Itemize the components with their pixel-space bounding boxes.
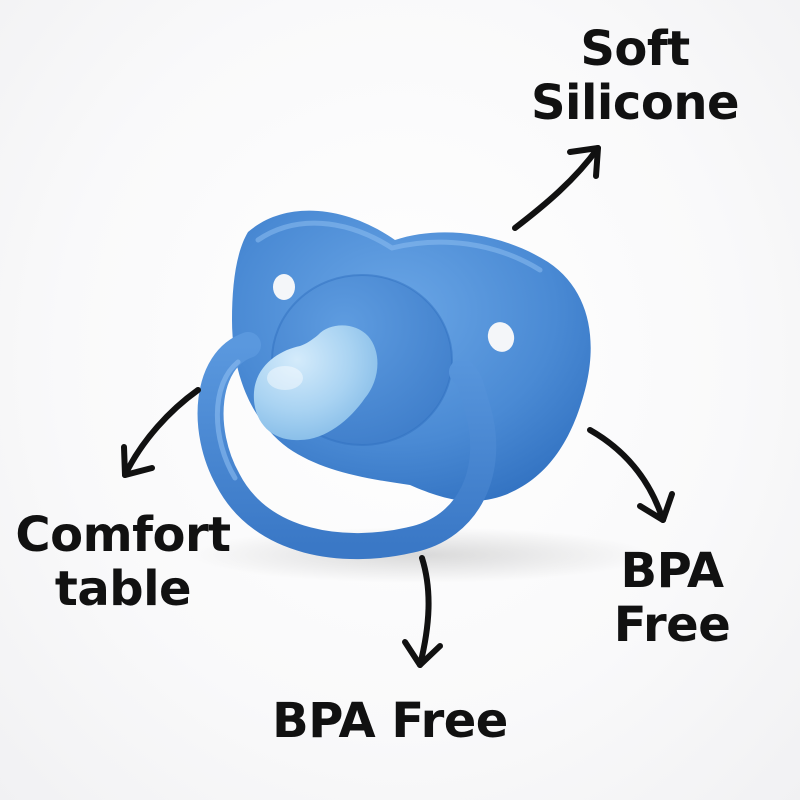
silicone-nipple [253,325,378,441]
callout-soft-silicone: Soft Silicone [520,22,750,130]
callout-bpa-free-bottom: BPA Free [250,694,530,748]
arrow-icon-bpa-free-bottom [402,555,443,668]
callout-soft-line1: Soft [580,21,690,77]
pacifier-ring [197,332,497,560]
callout-bpa-free-right: BPA Free [592,544,752,652]
shield-highlight [255,220,543,273]
callout-comfort-table: Comfort table [8,508,238,616]
right-vent-hole [487,322,515,352]
arrow-icon-bpa-free-right [587,427,675,523]
arrow-icon-comfort-table [121,387,201,478]
ring-highlight [214,359,241,481]
callout-soft-line2: Silicone [530,75,740,131]
callout-comfort-line2: table [54,561,192,617]
arrow-icon-soft-silicone [512,145,601,231]
callout-comfort-line1: Comfort [15,507,231,563]
callout-bpa-bottom-text: BPA Free [272,693,508,749]
nipple-highlight [267,366,303,390]
left-vent-hole [273,274,295,300]
callout-bpa-right-line1: BPA [620,543,724,599]
callout-bpa-right-line2: Free [613,597,731,653]
